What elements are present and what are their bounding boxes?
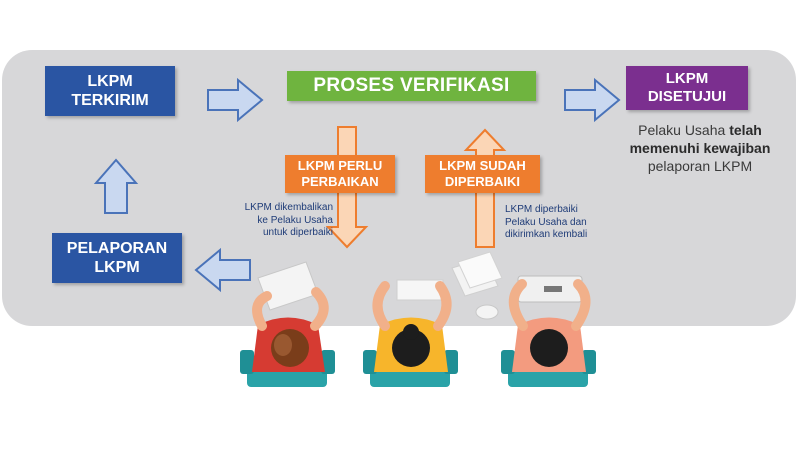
arrow-left-to-reporting	[194, 247, 251, 293]
note-returned: LKPM dikembalikan ke Pelaku Usaha untuk …	[213, 202, 333, 240]
box-lkpm-terkirim: LKPM TERKIRIM	[45, 66, 175, 116]
paper-left-icon	[257, 261, 319, 311]
box-lkpm-sudah-diperbaiki: LKPM SUDAH DIPERBAIKI	[425, 155, 540, 193]
desc-part3: pelaporan LKPM	[647, 158, 753, 175]
person-yellow-shirt	[363, 281, 458, 387]
desc-part2: telah memenuhi kewajiban	[629, 122, 771, 157]
desc-part1: Pelaku Usaha	[638, 122, 730, 138]
laptop-icon	[517, 275, 583, 303]
note-fixed-text: LKPM diperbaiki Pelaku Usaha dan dikirim…	[505, 204, 588, 240]
box-proses-verifikasi: PROSES VERIFIKASI	[287, 71, 536, 101]
box-lkpm-perlu-perbaikan-label: LKPM PERLU PERBAIKAN	[297, 158, 383, 189]
note-fixed: LKPM diperbaiki Pelaku Usaha dan dikirim…	[505, 204, 635, 242]
box-pelaporan-lkpm: PELAPORAN LKPM	[52, 233, 182, 283]
box-pelaporan-lkpm-label: PELAPORAN LKPM	[66, 239, 168, 276]
box-lkpm-perlu-perbaikan: LKPM PERLU PERBAIKAN	[285, 155, 395, 193]
box-proses-verifikasi-label: PROSES VERIFIKASI	[313, 74, 510, 96]
arrow-up-to-sent	[93, 158, 139, 214]
box-lkpm-disetujui-label: LKPM DISETUJUI	[647, 70, 727, 105]
box-lkpm-sudah-diperbaiki-label: LKPM SUDAH DIPERBAIKI	[439, 158, 526, 189]
approved-description: Pelaku Usaha telah memenuhi kewajiban pe…	[606, 121, 794, 176]
box-lkpm-terkirim-label: LKPM TERKIRIM	[71, 72, 149, 109]
person-red-shirt	[240, 287, 335, 387]
arrow-right-to-verification	[207, 77, 264, 123]
person-peach-shirt	[501, 279, 596, 387]
note-returned-text: LKPM dikembalikan ke Pelaku Usaha untuk …	[244, 202, 333, 238]
arrow-right-to-approved	[564, 77, 621, 123]
paper-stack-icon	[451, 251, 503, 320]
box-lkpm-disetujui: LKPM DISETUJUI	[626, 66, 748, 110]
